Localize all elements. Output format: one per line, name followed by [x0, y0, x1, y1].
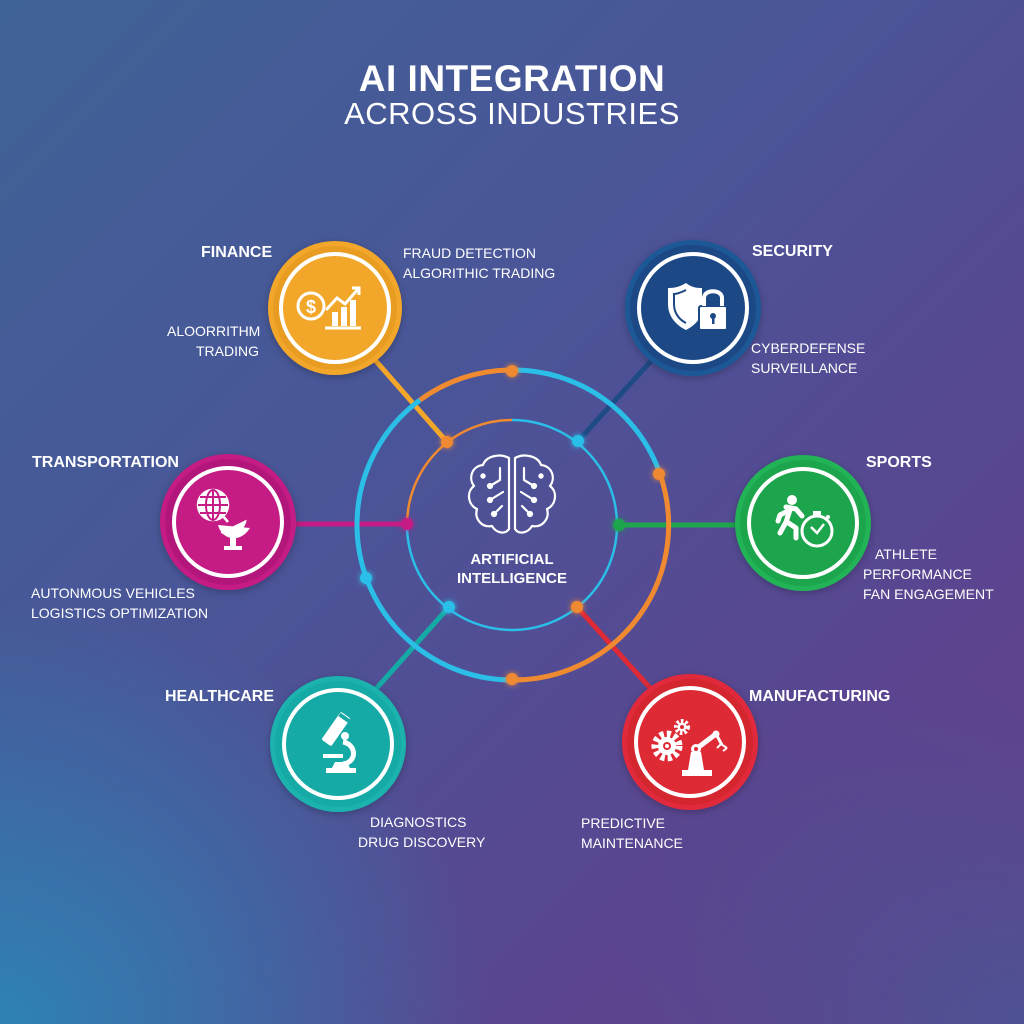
connector-lines — [294, 358, 737, 692]
page-title: AI INTEGRATION — [358, 58, 666, 99]
finance-extra-1: ALOORRITHM — [167, 323, 261, 339]
ring-nodes — [360, 365, 665, 685]
finance-details: FRAUD DETECTION ALGORITHIC TRADING — [403, 243, 555, 283]
manufacturing-details: PREDICTIVE MAINTENANCE — [581, 813, 683, 853]
finance-title: FINANCE — [201, 244, 273, 261]
transportation-detail-2: LOGISTICS OPTIMIZATION — [31, 605, 209, 621]
finance-node[interactable]: $ — [268, 241, 402, 375]
security-node[interactable] — [625, 240, 761, 376]
security-detail-2: SURVEILLANCE — [751, 360, 858, 376]
manufacturing-detail-1: PREDICTIVE — [581, 815, 666, 831]
shield-lock-icon — [668, 283, 728, 331]
transportation-detail-1: AUTONMOUS VEHICLES — [31, 585, 195, 601]
connector-security — [576, 358, 654, 443]
node-right-outer — [653, 468, 665, 480]
finance-extra-2: TRADING — [196, 343, 259, 359]
sports-details: ATHLETE PERFORMANCE FAN ENGAGEMENT — [863, 544, 994, 604]
manufacturing-node[interactable] — [622, 674, 758, 810]
security-detail-1: CYBERDEFENSE — [751, 340, 866, 356]
gears-robot-arm-icon — [651, 719, 728, 776]
center-label: ARTIFICIAL INTELLIGENCE — [412, 550, 612, 588]
healthcare-node[interactable] — [270, 676, 406, 812]
manufacturing-detail-2: MAINTENANCE — [581, 835, 683, 851]
sports-detail-3: FAN ENGAGEMENT — [863, 586, 994, 602]
finance-extra-details: ALOORRITHM TRADING — [167, 321, 261, 361]
page-subtitle: ACROSS INDUSTRIES — [344, 96, 680, 131]
node-transportation — [401, 518, 413, 530]
transportation-node[interactable] — [160, 454, 296, 590]
inner-ring — [405, 418, 619, 632]
connector-finance — [373, 358, 449, 444]
sports-node[interactable] — [735, 455, 871, 591]
healthcare-title: HEALTHCARE — [165, 688, 275, 705]
node-left-outer — [360, 572, 372, 584]
sports-detail-1: ATHLETE — [875, 546, 937, 562]
dollar-growth-chart-icon: $ — [296, 286, 361, 330]
node-security — [572, 435, 584, 447]
center-label-line2: INTELLIGENCE — [456, 570, 567, 587]
globe-satellite-dish-icon — [196, 488, 250, 550]
svg-text:$: $ — [306, 297, 316, 317]
sports-title: SPORTS — [866, 454, 932, 471]
node-manufacturing — [571, 601, 583, 613]
finance-detail-2: ALGORITHIC TRADING — [403, 265, 556, 281]
center-label-line1: ARTIFICIAL — [470, 551, 554, 568]
node-sports — [613, 519, 625, 531]
transportation-details: AUTONMOUS VEHICLES LOGISTICS OPTIMIZATIO… — [31, 583, 208, 623]
connector-manufacturing — [575, 605, 654, 692]
node-bottom — [506, 673, 518, 685]
security-details: CYBERDEFENSE SURVEILLANCE — [751, 338, 865, 378]
node-top — [506, 365, 518, 377]
security-title: SECURITY — [752, 243, 833, 260]
manufacturing-title: MANUFACTURING — [749, 688, 891, 705]
healthcare-details: DIAGNOSTICS DRUG DISCOVERY — [358, 812, 485, 852]
node-finance — [441, 436, 453, 448]
transportation-title: TRANSPORTATION — [32, 454, 179, 471]
sports-detail-2: PERFORMANCE — [863, 566, 972, 582]
runner-stopwatch-icon — [775, 495, 834, 548]
healthcare-detail-2: DRUG DISCOVERY — [358, 834, 486, 850]
outer-ring — [354, 367, 672, 683]
microscope-icon — [322, 712, 356, 773]
healthcare-detail-1: DIAGNOSTICS — [370, 814, 467, 830]
brain-circuit-icon — [467, 454, 557, 534]
node-healthcare — [443, 601, 455, 613]
finance-detail-1: FRAUD DETECTION — [403, 245, 536, 261]
connector-healthcare — [373, 605, 451, 692]
